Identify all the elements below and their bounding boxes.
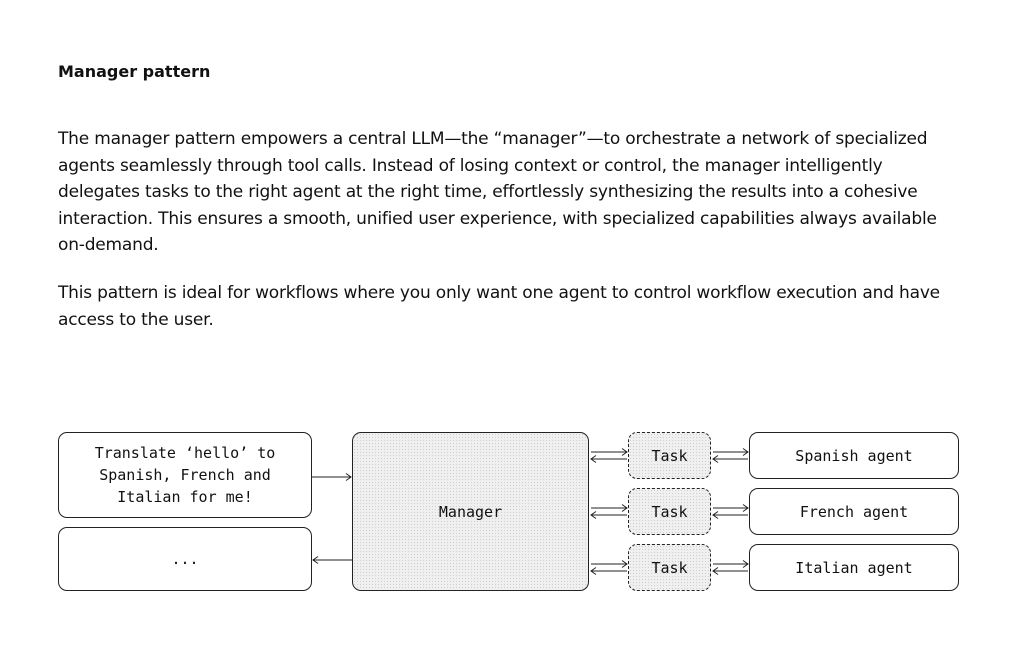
user-to-manager-arrow bbox=[312, 473, 352, 481]
manager-to-task-arrow-3 bbox=[591, 560, 628, 568]
response-box: ... bbox=[58, 527, 312, 591]
task-box-italian: Task bbox=[628, 544, 711, 591]
task-to-manager-arrow-1 bbox=[590, 455, 627, 463]
description-paragraph: The manager pattern empowers a central L… bbox=[58, 129, 937, 255]
usage-paragraph: This pattern is ideal for workflows wher… bbox=[58, 283, 940, 330]
manager-to-task-arrow-2 bbox=[591, 504, 628, 512]
task-to-manager-arrow-3 bbox=[590, 567, 627, 575]
agent-to-task-arrow-1 bbox=[712, 455, 748, 463]
task-to-manager-arrow-2 bbox=[590, 511, 627, 519]
french-agent-box: French agent bbox=[749, 488, 959, 535]
task-box-french: Task bbox=[628, 488, 711, 535]
task-to-agent-arrow-3 bbox=[713, 560, 749, 568]
manager-to-task-arrow-1 bbox=[591, 448, 628, 456]
spanish-agent-box: Spanish agent bbox=[749, 432, 959, 479]
manager-to-response-arrow bbox=[312, 556, 352, 564]
task-to-agent-arrow-1 bbox=[713, 448, 749, 456]
user-message-box: Translate ‘hello’ to Spanish, French and… bbox=[58, 432, 312, 518]
agent-to-task-arrow-3 bbox=[712, 567, 748, 575]
task-box-spanish: Task bbox=[628, 432, 711, 479]
manager-box: Manager bbox=[352, 432, 589, 591]
italian-agent-box: Italian agent bbox=[749, 544, 959, 591]
task-to-agent-arrow-2 bbox=[713, 504, 749, 512]
section-heading: Manager pattern bbox=[58, 62, 211, 81]
agent-to-task-arrow-2 bbox=[712, 511, 748, 519]
